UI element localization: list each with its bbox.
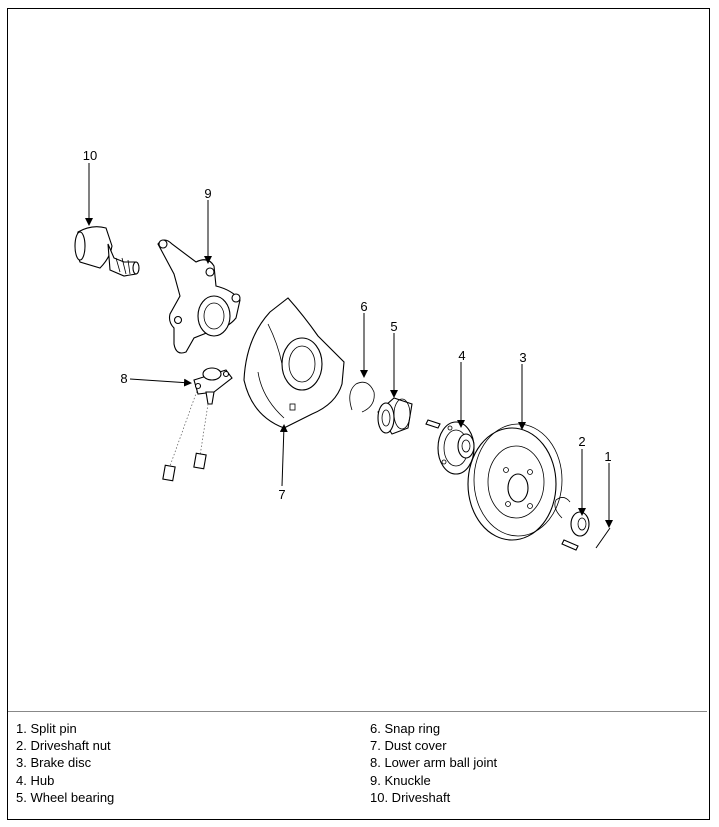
legend-item-driveshaft-nut: 2. Driveshaft nut: [16, 738, 111, 754]
diagram-frame: [7, 8, 710, 820]
callout-5: 5: [390, 319, 397, 334]
lower-arm-ball-joint-part: [162, 367, 233, 482]
callout-3: 3: [519, 350, 526, 365]
legend-item-brake-disc: 3. Brake disc: [16, 755, 92, 771]
callout-4: 4: [458, 348, 465, 363]
legend-item-split-pin: 1. Split pin: [16, 721, 77, 736]
exploded-view-diagram: 1 2 3 4 5 6 7 8 9 10: [74, 148, 613, 551]
callout-8: 8: [120, 371, 127, 386]
legend-right-column: 6. Snap ring 7. Dust cover 8. Lower arm …: [370, 720, 497, 806]
legend-item-wheel-bearing: 5. Wheel bearing: [16, 789, 115, 805]
split-pin-part: [595, 527, 611, 549]
callout-1: 1: [604, 449, 611, 464]
legend-divider: [8, 711, 707, 712]
leader-lines: [85, 163, 613, 528]
callout-2: 2: [578, 434, 585, 449]
legend-left-column: 1. Split pin 2. Driveshaft nut 3. Brake …: [16, 720, 114, 806]
legend-item-lower-arm-ball-joint: 8. Lower arm ball joint: [370, 755, 498, 771]
dust-cover-part: [243, 297, 345, 429]
callout-10: 10: [83, 148, 97, 163]
snap-ring-part: [349, 381, 375, 413]
callout-7: 7: [278, 487, 285, 502]
callout-6: 6: [360, 299, 367, 314]
callout-9: 9: [204, 186, 211, 201]
brake-disc-part: [467, 423, 563, 541]
driveshaft-part: [74, 226, 140, 277]
legend-item-dust-cover: 7. Dust cover: [370, 738, 447, 754]
legend-item-driveshaft: 10. Driveshaft: [370, 789, 451, 805]
hub-part: [425, 419, 475, 475]
legend-item-knuckle: 9. Knuckle: [370, 772, 431, 788]
driveshaft-nut-part: [554, 497, 590, 551]
legend-item-snap-ring: 6. Snap ring: [370, 721, 441, 736]
wheel-bearing-part: [377, 397, 413, 435]
legend-item-hub: 4. Hub: [16, 772, 55, 788]
knuckle-part: [157, 239, 241, 354]
